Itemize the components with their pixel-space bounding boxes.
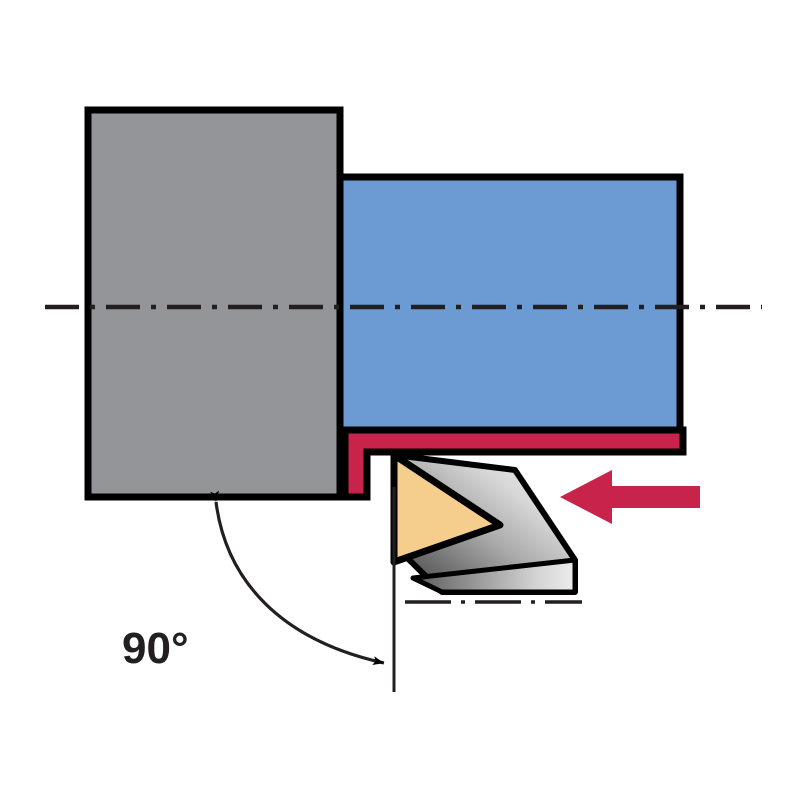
- angle-arc-curve: [210, 490, 385, 666]
- feed-direction-arrow: [560, 470, 700, 524]
- angle-label-text: 90°: [122, 624, 189, 673]
- workpiece-body: [336, 173, 684, 434]
- tool-reference-lines: [392, 487, 582, 692]
- holder-lower-chamfer: [410, 557, 578, 595]
- feed-arrow-shape: [560, 470, 700, 524]
- chuck-block-body: [84, 106, 344, 501]
- approach-angle-arc: [210, 490, 385, 666]
- chuck-jaw-block: [84, 106, 344, 501]
- cylindrical-workpiece: [336, 173, 684, 434]
